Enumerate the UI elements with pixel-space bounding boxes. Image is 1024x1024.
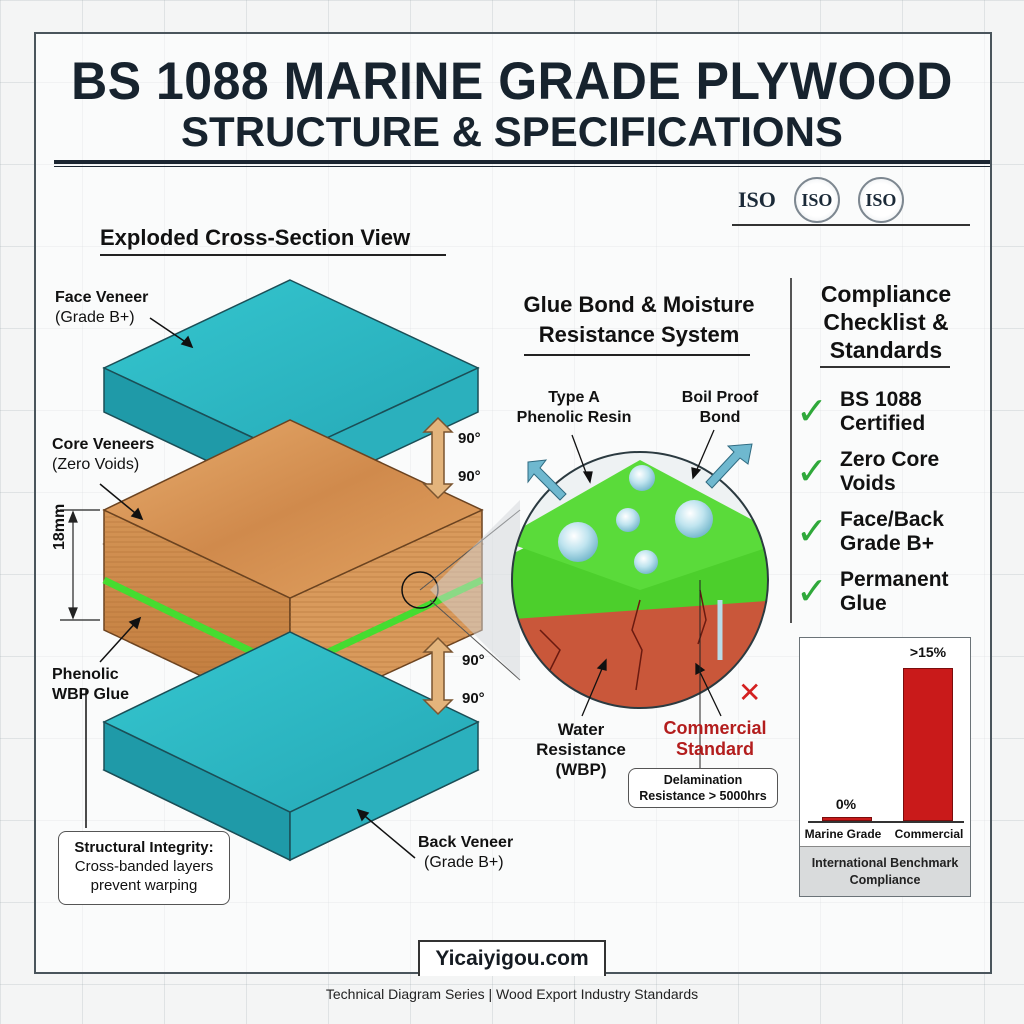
iso-wordmark-icon: ISO bbox=[738, 187, 776, 212]
callout-line1: Cross-banded layers bbox=[74, 858, 214, 875]
fail-x-icon: ✕ bbox=[738, 677, 762, 708]
glue-name2: WBP Glue bbox=[52, 686, 130, 703]
core-veneers-detail: (Zero Voids) bbox=[52, 456, 140, 473]
delamination-line1: Delamination bbox=[663, 773, 743, 787]
category-label: Marine Grade bbox=[804, 827, 882, 841]
phenolic-glue-label: Phenolic WBP Glue bbox=[52, 665, 129, 705]
face-veneer-name: Face Veneer bbox=[55, 289, 149, 306]
phenolic-resin-label: Type A Phenolic Resin bbox=[512, 388, 636, 428]
back-veneer-name: Back Veneer bbox=[418, 834, 514, 851]
logos-divider bbox=[732, 224, 970, 226]
bar-commercial bbox=[903, 668, 953, 821]
exploded-title-underline bbox=[100, 254, 446, 256]
compliance-title-line3: Standards bbox=[829, 337, 943, 363]
moisture-release-arrows bbox=[527, 443, 753, 501]
delamination-line2: Resistance > 5000hrs bbox=[639, 789, 767, 803]
checkmark-icon: ✓ bbox=[796, 571, 828, 613]
back-veneer-layer bbox=[102, 631, 480, 862]
bar-value-label: 0% bbox=[835, 796, 857, 812]
checkmark-icon: ✓ bbox=[796, 391, 828, 433]
footer-caption: Technical Diagram Series | Wood Export I… bbox=[325, 986, 699, 1002]
angle-label: 90° bbox=[458, 468, 481, 485]
checklist-line2: Voids bbox=[840, 472, 896, 495]
back-veneer-grade: (Grade B+) bbox=[424, 854, 504, 871]
core-veneer-block bbox=[102, 419, 484, 720]
angle-label: 90° bbox=[458, 430, 481, 447]
glue-system-title: Glue Bond & Moisture Resistance System bbox=[504, 290, 774, 350]
compliance-title-underline bbox=[820, 366, 950, 368]
thickness-value: 18mm bbox=[51, 503, 68, 550]
commercial-line2: Standard bbox=[675, 739, 754, 759]
callout-line2: prevent warping bbox=[90, 877, 198, 894]
resin-line2: Phenolic Resin bbox=[516, 409, 632, 426]
structural-integrity-callout: Structural Integrity: Cross-banded layer… bbox=[58, 831, 230, 905]
core-veneers-label: Core Veneers (Zero Voids) bbox=[52, 435, 154, 475]
checkmark-icon: ✓ bbox=[796, 451, 828, 493]
iso-globe-seal-icon: ISO bbox=[857, 177, 904, 223]
page-subtitle: STRUCTURE & SPECIFICATIONS bbox=[181, 108, 843, 155]
bar-value-label: >15% bbox=[909, 644, 947, 660]
compliance-divider bbox=[790, 278, 792, 623]
compliance-title-line2: Checklist & bbox=[823, 309, 949, 335]
angle-label: 90° bbox=[462, 690, 485, 707]
checklist-line1: BS 1088 bbox=[840, 388, 922, 411]
brand-site: Yicaiyigou.com bbox=[418, 940, 606, 976]
title-divider bbox=[54, 160, 990, 164]
water-line2: Resistance bbox=[536, 740, 626, 759]
iso-globe-seal-icon: ISO bbox=[793, 177, 840, 223]
compliance-title-line1: Compliance bbox=[820, 281, 952, 307]
commercial-line1: Commercial bbox=[663, 718, 767, 738]
boil-line1: Boil Proof bbox=[681, 389, 759, 406]
delamination-callout: Delamination Resistance > 5000hrs bbox=[628, 768, 778, 808]
checklist-line1: Permanent bbox=[840, 568, 949, 591]
commercial-standard-label: Commercial Standard bbox=[660, 718, 770, 760]
glue-title-line1: Glue Bond & Moisture bbox=[523, 292, 755, 317]
glue-name: Phenolic bbox=[52, 666, 119, 683]
checkmark-icon: ✓ bbox=[796, 511, 828, 553]
face-veneer-label: Face Veneer (Grade B+) bbox=[55, 288, 148, 328]
back-veneer-label: Back Veneer (Grade B+) bbox=[418, 833, 513, 873]
angle-label: 90° bbox=[462, 652, 485, 669]
certification-logos: ISO ISO ISO bbox=[738, 177, 968, 223]
boil-line2: Bond bbox=[699, 409, 741, 426]
thickness-dimension bbox=[60, 509, 100, 621]
title-divider-thin bbox=[54, 166, 990, 167]
boil-proof-label: Boil Proof Bond bbox=[670, 388, 770, 428]
checklist-line2: Certified bbox=[840, 412, 926, 435]
checklist-line2: Grade B+ bbox=[840, 532, 934, 555]
water-line3: (WBP) bbox=[555, 760, 607, 779]
water-resistance-label: Water Resistance (WBP) bbox=[526, 720, 636, 780]
compliance-title: Compliance Checklist & Standards bbox=[796, 280, 976, 364]
checklist-line1: Face/Back bbox=[840, 508, 944, 531]
category-label: Commercial bbox=[894, 827, 964, 841]
face-veneer-grade: (Grade B+) bbox=[55, 309, 135, 326]
water-line1: Water bbox=[557, 720, 605, 739]
x-axis bbox=[808, 821, 964, 823]
checklist-line1: Zero Core bbox=[840, 448, 940, 471]
page-title: BS 1088 MARINE GRADE PLYWOOD bbox=[71, 51, 953, 111]
core-veneers-name: Core Veneers bbox=[52, 436, 155, 453]
chart-title: International Benchmark Compliance bbox=[800, 846, 970, 896]
glue-title-line2: Resistance System bbox=[538, 322, 740, 347]
bar-marine-grade bbox=[822, 817, 872, 821]
checklist-line2: Glue bbox=[840, 592, 887, 615]
exploded-view-title: Exploded Cross-Section View bbox=[100, 225, 411, 250]
benchmark-bar-chart: 0% >15% Marine Grade Commercial Internat… bbox=[799, 637, 971, 897]
callout-title: Structural Integrity: bbox=[74, 839, 214, 856]
glue-title-underline bbox=[524, 354, 750, 356]
resin-line1: Type A bbox=[548, 389, 600, 406]
thickness-label: 18mm bbox=[50, 504, 80, 550]
cross-band-arrows bbox=[422, 416, 454, 716]
